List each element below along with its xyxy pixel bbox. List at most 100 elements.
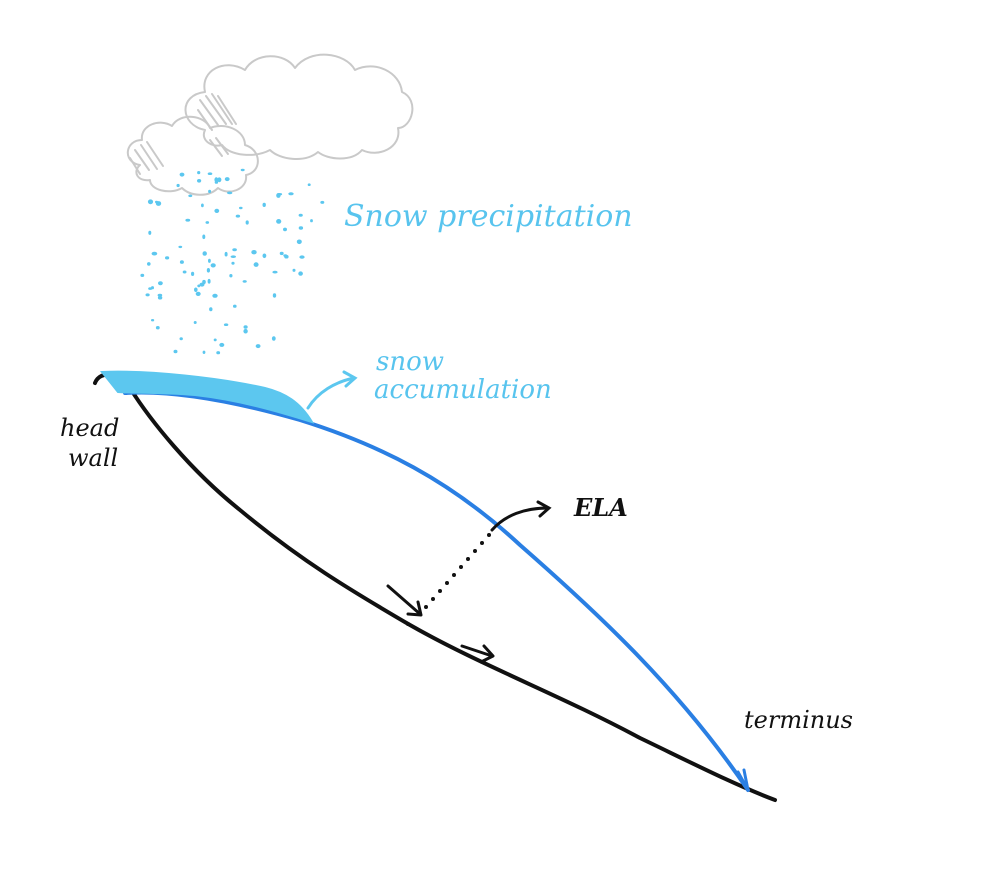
snowflake-dot — [235, 214, 241, 218]
snow-accumulation-zone — [99, 370, 315, 424]
snowflake-dot — [262, 253, 267, 259]
snowflake-dot — [155, 200, 158, 204]
snowflake-dot — [207, 278, 211, 284]
snow-precipitation-label: Snow precipitation — [344, 199, 633, 234]
snowflake-dot — [231, 261, 235, 265]
snowflake-dot — [239, 206, 243, 210]
snowflake-dot — [233, 304, 237, 308]
snowflake-dot — [298, 226, 304, 230]
snowflake-dot — [209, 307, 213, 312]
ela-dotted-line — [406, 533, 491, 626]
snowflake-dot — [179, 172, 185, 177]
snowflake-dot — [208, 258, 211, 263]
snowflake-dot — [217, 177, 222, 183]
snowflake-dot — [202, 251, 207, 256]
arrow-right-icon — [460, 644, 495, 664]
snowflake-dot — [214, 177, 219, 183]
snowflake-dot — [148, 230, 152, 235]
snowflake-dot — [207, 172, 213, 175]
snowflake-dot — [320, 200, 325, 204]
snowflake-dot — [288, 192, 294, 196]
snowflake-dot — [251, 250, 257, 255]
snowflake-dot — [173, 349, 178, 354]
terminus-arrowhead — [736, 768, 750, 791]
snowflake-dot — [253, 262, 259, 267]
snowflake-dot — [212, 293, 218, 298]
snowflake-dot — [255, 344, 261, 349]
snowflake-dot — [296, 239, 302, 245]
cloud-icon — [126, 53, 414, 196]
snowflake-dot — [283, 227, 287, 232]
snowflake-dot — [227, 191, 233, 195]
snowflake-dot — [145, 293, 150, 297]
snowflake-dot — [298, 213, 303, 217]
snowflake-dot — [176, 183, 180, 188]
snowflake-dot — [194, 287, 198, 293]
snowflake-dot — [307, 183, 311, 186]
snowflake-dot — [182, 270, 187, 274]
ela-marker — [490, 500, 552, 532]
snowflake-dot — [205, 221, 210, 224]
snowflake-dot — [197, 179, 202, 183]
snowflake-dot — [199, 282, 205, 287]
snowflake-dot — [223, 323, 229, 327]
snowflake-dot — [165, 256, 170, 260]
snowflake-dot — [178, 245, 183, 249]
snowflake-dot — [151, 319, 155, 322]
snowflake-dot — [147, 199, 154, 205]
snowflake-dot — [140, 273, 145, 277]
snowflake-dot — [179, 260, 184, 264]
snowflake-dot — [208, 189, 212, 194]
snowflake-dot — [310, 219, 313, 223]
arrow-right-icon — [386, 584, 423, 617]
snowflake-dot — [147, 262, 151, 266]
snowflake-dot — [197, 171, 201, 175]
snowflake-dot — [242, 280, 247, 283]
snowflake-dot — [245, 220, 249, 225]
snowflake-dot — [157, 293, 163, 297]
snowflake-dot — [155, 326, 160, 330]
snowflake-dot — [179, 337, 183, 341]
snowflake-dot — [240, 168, 245, 172]
glacier-surface-line — [123, 390, 750, 792]
snowflake-dot — [210, 263, 216, 268]
snowflake-dot — [219, 342, 225, 347]
snowflake-dot — [213, 338, 217, 342]
snowflake-dot — [158, 281, 163, 286]
snowflake-dot — [202, 350, 206, 354]
ela-label: ELA — [573, 493, 628, 522]
snowflake-dot — [224, 177, 230, 182]
snowflake-dot — [224, 251, 228, 257]
snowflake-dot — [243, 328, 248, 334]
snowflake-dot — [191, 271, 195, 276]
snowflake-dot — [197, 284, 201, 288]
snowflake-dot — [201, 203, 204, 208]
snowflake-dot — [292, 268, 296, 272]
snowflake-dot — [206, 268, 210, 273]
snowflake-dot — [272, 293, 277, 298]
accumulation-pointer-arrow — [306, 370, 358, 410]
snowflake-dot — [243, 325, 248, 329]
snowflake-dot — [151, 251, 158, 256]
snowflake-dot — [216, 351, 221, 355]
snowflake-dots — [140, 168, 325, 355]
snowflake-dot — [232, 248, 237, 252]
snowflake-dot — [157, 295, 163, 300]
terminus-label: terminus — [744, 706, 853, 734]
snowflake-dot — [230, 255, 236, 258]
snow-accumulation-label-line2: accumulation — [374, 375, 552, 405]
snowflake-dot — [229, 274, 233, 278]
headwall-label-line2: wall — [68, 444, 118, 472]
bedrock-line — [93, 372, 777, 802]
snowflake-dot — [298, 271, 303, 276]
headwall-label-line1: head — [60, 414, 119, 442]
snowflake-dot — [193, 321, 197, 324]
snowflake-dot — [151, 286, 154, 290]
snowflake-dot — [276, 219, 282, 224]
snowflake-dot — [202, 234, 206, 240]
snowflake-dot — [272, 270, 278, 274]
snowflake-dot — [195, 291, 201, 296]
snowflake-dot — [262, 202, 266, 207]
snow-accumulation-label-line1: snow — [376, 347, 444, 377]
